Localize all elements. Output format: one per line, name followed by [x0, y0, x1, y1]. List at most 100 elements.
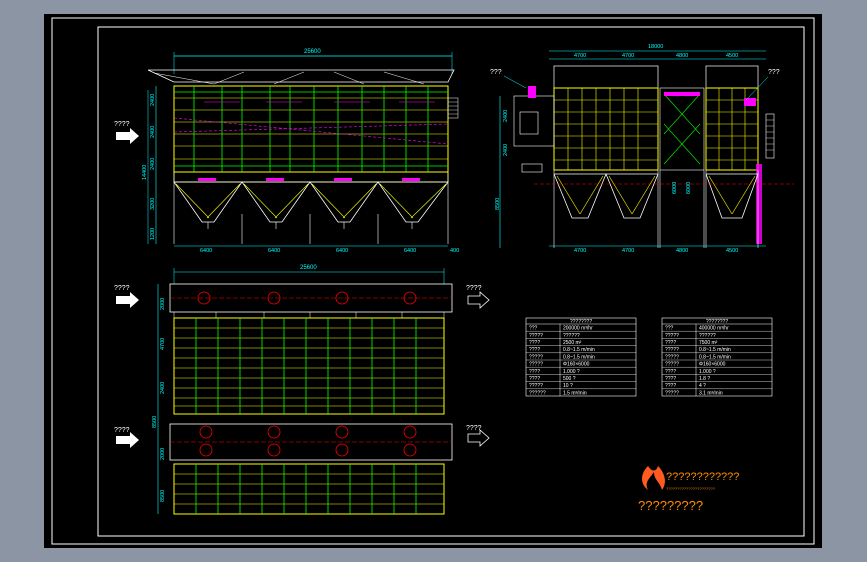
spec-table-cell-value: Φ160×6000: [699, 362, 726, 368]
spec-table-cell-label: ???: [529, 326, 538, 332]
spec-table-cell-label: ????: [529, 376, 540, 382]
spec-table-cell-value: 7500 m²: [699, 340, 718, 346]
svg-text:8500: 8500: [152, 416, 158, 428]
side-elevation-view: 18000 4700 4700 4800 4500: [490, 44, 794, 254]
svg-text:8500: 8500: [160, 490, 166, 502]
spec-table-cell-label: ????: [529, 369, 540, 375]
svg-text:4700: 4700: [574, 53, 586, 59]
plan-outlet-label-upper: ????: [466, 285, 482, 292]
spec-table-cell-value: 400000 m³/hr: [699, 326, 729, 332]
spec-table-cell-value: 0.8~1.5 m/min: [699, 354, 731, 360]
spec-table-cell-label: ????: [665, 340, 676, 346]
spec-table-cell-value: 1.8 ?: [699, 376, 710, 382]
svg-text:4700: 4700: [160, 338, 166, 350]
spec-table-cell-label: ????: [665, 383, 676, 389]
svg-text:4700: 4700: [574, 248, 586, 254]
company-logo: ???????????? ?????????????????????? ????…: [638, 466, 739, 513]
svg-text:2000: 2000: [160, 298, 166, 310]
spec-table-cell-label: ?????: [529, 383, 543, 389]
front-inlet-label: ????: [114, 121, 130, 128]
svg-text:2400: 2400: [150, 158, 156, 170]
spec-table-cell-value: 4 ?: [699, 383, 706, 389]
spec-table-left: ???????????200000 m³/hr???????????????25…: [525, 317, 637, 396]
spec-table-cell-value: 1.000 ?: [699, 369, 716, 375]
spec-table-cell-value: 0.8~1.5 m/min: [563, 347, 595, 353]
spec-table-title: ????????: [706, 319, 728, 325]
svg-text:4500: 4500: [726, 248, 738, 254]
svg-text:2000: 2000: [160, 448, 166, 460]
spec-table-cell-value: 1.5 m³/min: [563, 390, 587, 396]
spec-table-cell-label: ?????: [529, 362, 543, 368]
svg-text:1200: 1200: [150, 228, 156, 240]
front-elevation-view: 25600: [114, 49, 459, 254]
svg-text:2400: 2400: [150, 94, 156, 106]
svg-text:6400: 6400: [200, 248, 212, 254]
spec-table-cell-value: 10 ?: [563, 383, 573, 389]
svg-text:6400: 6400: [268, 248, 280, 254]
svg-text:2400: 2400: [503, 144, 509, 156]
cad-drawing-sheet: 25600: [44, 14, 822, 548]
spec-table-cell-value: 3.1 m³/min: [699, 390, 723, 396]
spec-table-cell-label: ????: [665, 369, 676, 375]
plan-inlet-label-upper: ????: [114, 285, 130, 292]
svg-text:4800: 4800: [676, 53, 688, 59]
svg-text:4700: 4700: [622, 248, 634, 254]
outer-border: [51, 17, 815, 545]
plan-inlet-label-lower: ????: [114, 427, 130, 434]
svg-text:6000: 6000: [686, 182, 692, 194]
spec-table-title: ????????: [570, 319, 592, 325]
flame-logo-icon: [642, 466, 665, 490]
svg-text:8500: 8500: [495, 198, 501, 210]
cad-drawing-canvas[interactable]: 25600: [44, 14, 822, 548]
spec-table-cell-label: ?????: [529, 354, 543, 360]
plan-outlet-label-lower: ????: [466, 425, 482, 432]
svg-text:6400: 6400: [404, 248, 416, 254]
spec-table-cell-label: ?????: [665, 362, 679, 368]
spec-table-cell-value: 0.8~1.5 m/min: [699, 347, 731, 353]
plan-inlet-arrow-upper-icon: [116, 292, 139, 308]
svg-text:6000: 6000: [672, 182, 678, 194]
svg-text:400: 400: [450, 248, 459, 254]
spec-table-cell-value: 1.000 ?: [563, 369, 580, 375]
spec-table-cell-label: ?????: [665, 390, 679, 396]
spec-table-cell-value: ??????: [563, 333, 580, 339]
spec-table-cell-label: ????: [529, 347, 540, 353]
svg-text:6400: 6400: [336, 248, 348, 254]
svg-text:4500: 4500: [726, 53, 738, 59]
company-name: ????????????: [666, 471, 739, 483]
spec-table-cell-label: ????: [529, 340, 540, 346]
inner-border: [97, 26, 805, 537]
plan-outlet-arrow-lower-icon: [467, 429, 490, 447]
side-callout-right: ???: [768, 69, 780, 76]
company-subtitle: ??????????????????????: [666, 486, 716, 491]
spec-table-cell-label: ?????: [665, 333, 679, 339]
svg-text:18000: 18000: [648, 44, 663, 50]
spec-table-cell-value: 2500 m²: [563, 340, 582, 346]
drawing-title: ?????????: [638, 498, 703, 513]
svg-text:14400: 14400: [142, 165, 148, 180]
plan-view: 25600: [114, 265, 490, 515]
front-overall-dim: 25600: [304, 49, 321, 55]
svg-text:2400: 2400: [503, 110, 509, 122]
spec-table-cell-label: ?????: [665, 354, 679, 360]
spec-table-cell-label: ?????: [665, 347, 679, 353]
spec-table-cell-label: ??????: [529, 390, 546, 396]
spec-table-cell-value: 200000 m³/hr: [563, 326, 593, 332]
spec-table-cell-label: ???: [665, 326, 674, 332]
svg-text:3200: 3200: [150, 198, 156, 210]
svg-text:4700: 4700: [622, 53, 634, 59]
spec-table-cell-value: ??????: [699, 333, 716, 339]
svg-text:4800: 4800: [676, 248, 688, 254]
spec-table-cell-label: ?????: [529, 333, 543, 339]
svg-text:2400: 2400: [160, 382, 166, 394]
spec-table-cell-value: 500 ?: [563, 376, 576, 382]
spec-table-right: ???????????400000 m³/hr???????????????75…: [661, 317, 773, 396]
plan-inlet-arrow-lower-icon: [116, 432, 139, 448]
spec-table-cell-value: 0.8~1.5 m/min: [563, 354, 595, 360]
front-inlet-arrow-icon: [116, 128, 139, 144]
side-callout-left: ???: [490, 69, 502, 76]
plan-overall-dim: 25600: [300, 265, 317, 271]
spec-table-cell-label: ????: [665, 376, 676, 382]
svg-text:2400: 2400: [150, 126, 156, 138]
plan-outlet-arrow-upper-icon: [467, 291, 490, 309]
